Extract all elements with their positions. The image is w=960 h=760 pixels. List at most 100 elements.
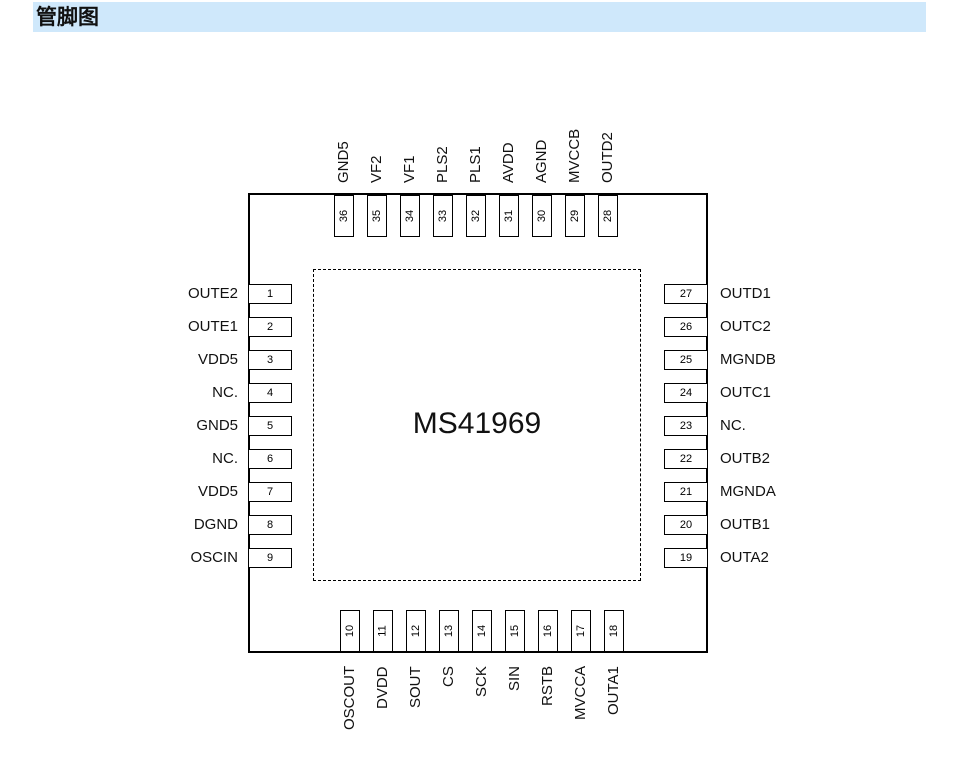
- pin-number: 9: [266, 552, 274, 564]
- pin-label: VDD5: [197, 351, 238, 368]
- pin-number: 14: [476, 624, 488, 638]
- pin-label: OUTD1: [720, 285, 771, 302]
- pin-number-box: 31: [499, 195, 519, 237]
- pin-number: 28: [602, 209, 614, 223]
- pin-number: 17: [575, 624, 587, 638]
- pin-number: 22: [679, 453, 693, 465]
- pin-number-box: 30: [532, 195, 552, 237]
- pin-number-box: 9: [248, 548, 292, 568]
- pin-label: SIN: [506, 665, 523, 691]
- pin-label: OUTA2: [720, 549, 769, 566]
- pin-label: OSCOUT: [341, 665, 358, 730]
- pin-number-box: 36: [334, 195, 354, 237]
- pin-number-box: 16: [538, 610, 558, 652]
- pin-number-box: 20: [664, 515, 708, 535]
- pin-label: NC.: [720, 417, 746, 434]
- pin-number: 4: [266, 387, 274, 399]
- pin-number-box: 10: [340, 610, 360, 652]
- pin-number-box: 28: [598, 195, 618, 237]
- pin-number: 15: [509, 624, 521, 638]
- pin-number: 29: [569, 209, 581, 223]
- pin-label: OUTA1: [605, 666, 622, 715]
- pin-number-box: 32: [466, 195, 486, 237]
- chip-name: MS41969: [412, 407, 542, 440]
- pin-number-box: 7: [248, 482, 292, 502]
- pin-number-box: 34: [400, 195, 420, 237]
- pin-label: OSCIN: [190, 549, 238, 566]
- pin-number-box: 23: [664, 416, 708, 436]
- pin-label: VDD5: [197, 483, 238, 500]
- pin-label: PLS1: [467, 146, 484, 183]
- pin-label: OUTD2: [599, 132, 616, 183]
- pin-number-box: 24: [664, 383, 708, 403]
- pin-number-box: 17: [571, 610, 591, 652]
- pin-label: GND5: [335, 141, 352, 183]
- pin-number: 18: [608, 624, 620, 638]
- pin-number: 7: [266, 486, 274, 498]
- pin-number-box: 26: [664, 317, 708, 337]
- pin-number: 35: [371, 209, 383, 223]
- pin-label: MGNDA: [720, 483, 776, 500]
- pin-number-box: 25: [664, 350, 708, 370]
- pin-label: NC.: [212, 384, 238, 401]
- pin-label: DGND: [193, 516, 238, 533]
- pin-number-box: 8: [248, 515, 292, 535]
- pin-number-box: 22: [664, 449, 708, 469]
- pin-label: GND5: [196, 417, 238, 434]
- pin-label: NC.: [212, 450, 238, 467]
- pin-number-box: 29: [565, 195, 585, 237]
- pin-number: 6: [266, 453, 274, 465]
- pin-number: 2: [266, 321, 274, 333]
- pin-label: SCK: [473, 666, 490, 697]
- pin-number-box: 12: [406, 610, 426, 652]
- pin-number-box: 11: [373, 610, 393, 652]
- pin-number: 33: [437, 209, 449, 223]
- pin-number-box: 6: [248, 449, 292, 469]
- pin-number: 25: [679, 354, 693, 366]
- die-outline: [313, 269, 641, 581]
- pin-number-box: 5: [248, 416, 292, 436]
- pin-number: 36: [338, 209, 350, 223]
- pin-label: VF1: [401, 155, 418, 183]
- pin-label: RSTB: [539, 665, 556, 706]
- pin-number-box: 4: [248, 383, 292, 403]
- pin-label: OUTC1: [720, 384, 771, 401]
- pin-number: 19: [679, 552, 693, 564]
- pin-number-box: 35: [367, 195, 387, 237]
- pin-number: 12: [410, 624, 422, 638]
- pin-label: OUTB2: [720, 450, 771, 467]
- pin-number: 32: [470, 209, 482, 223]
- pin-number: 10: [344, 624, 356, 638]
- pin-number: 23: [679, 420, 693, 432]
- pin-number-box: 21: [664, 482, 708, 502]
- pin-number-box: 13: [439, 610, 459, 652]
- pin-number-box: 1: [248, 284, 292, 304]
- pin-number: 21: [679, 486, 693, 498]
- pin-number: 8: [266, 519, 274, 531]
- pin-label: PLS2: [434, 146, 451, 183]
- pin-number: 3: [266, 354, 274, 366]
- section-title: 管脚图: [36, 5, 99, 29]
- pin-number-box: 18: [604, 610, 624, 652]
- pin-number-box: 19: [664, 548, 708, 568]
- pin-label: OUTE1: [187, 318, 238, 335]
- pin-label: DVDD: [374, 666, 391, 709]
- pin-number: 20: [679, 519, 693, 531]
- pin-number: 13: [443, 624, 455, 638]
- pin-number: 30: [536, 209, 548, 223]
- pin-number: 24: [679, 387, 693, 399]
- pin-label: MVCCB: [566, 128, 583, 183]
- pin-label: VF2: [368, 155, 385, 183]
- pin-number-box: 27: [664, 284, 708, 304]
- pin-number-box: 14: [472, 610, 492, 652]
- pin-label: OUTC2: [720, 318, 771, 335]
- pin-label: SOUT: [407, 666, 424, 708]
- pin-number: 27: [679, 288, 693, 300]
- pin-number: 1: [266, 288, 274, 300]
- pin-number: 11: [376, 625, 389, 637]
- pin-number: 5: [266, 420, 274, 432]
- pin-label: MGNDB: [720, 351, 776, 368]
- pin-label: OUTE2: [187, 285, 238, 302]
- pin-number-box: 2: [248, 317, 292, 337]
- pin-number-box: 15: [505, 610, 525, 652]
